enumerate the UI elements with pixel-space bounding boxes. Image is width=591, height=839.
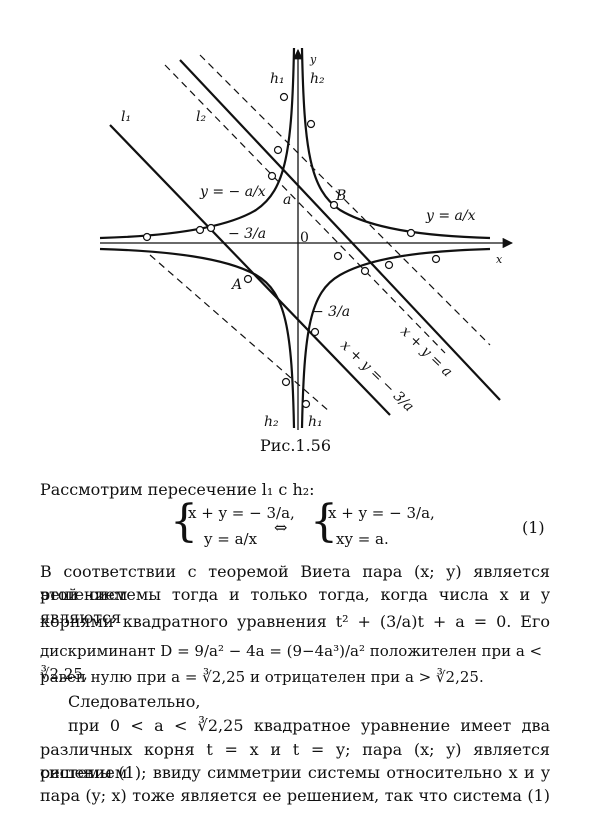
paragraph-line: равен нулю при a = ∛2,25 и отрицателен п…: [40, 668, 484, 686]
equation-number: (1): [522, 518, 545, 537]
label-l2: l₂: [196, 109, 206, 125]
point: [301, 399, 311, 409]
point: [360, 266, 370, 276]
paragraph-line: пара (y; x) тоже является ее решением, т…: [40, 786, 550, 805]
hyperbola-branch-q4: [300, 247, 491, 429]
label-line-xy3: x + y = − 3/a: [337, 337, 417, 415]
label-h1-bottom: h₁: [308, 414, 323, 430]
brace-right: {: [310, 496, 338, 547]
hyperbola-figure: x y 0 l₁ l₂ h₁ h₂ h₂ h₁ y = − a/x y = a/…: [99, 47, 514, 430]
hyperbola-branch-q3: [99, 247, 296, 429]
point: [333, 251, 343, 261]
point: [243, 274, 253, 284]
paragraph-line: различных корня t = x и t = y; пара (x; …: [40, 740, 550, 782]
point: [431, 254, 441, 264]
equation-system: { x + y = − 3/a, y = a/x ⇔ { x + y = − 3…: [170, 500, 550, 558]
paragraph-line: при 0 < a < ∛2,25 квадратное уравнение и…: [68, 716, 550, 735]
label-tick-neg3a-x: − 3/a: [228, 226, 266, 242]
dashed-line-3: [199, 54, 491, 346]
label-h2-top: h₂: [310, 71, 325, 87]
point: [306, 119, 316, 129]
axis-y-label: y: [309, 53, 317, 66]
line-l2: [179, 59, 501, 401]
system-right-eq2: xy = a.: [336, 530, 389, 548]
point: [310, 327, 320, 337]
point: [195, 225, 205, 235]
point: [406, 228, 416, 238]
paragraph-line: системы (1); ввиду симметрии системы отн…: [40, 763, 550, 782]
point: [273, 145, 283, 155]
system-left-eq2: y = a/x: [204, 530, 258, 548]
label-h2-bottom: h₂: [264, 414, 279, 430]
system-right-eq1: x + y = − 3/a,: [328, 504, 435, 522]
point: [281, 377, 291, 387]
paragraph-line: этой системы тогда и только тогда, когда…: [40, 585, 550, 627]
label-h1-top: h₁: [270, 71, 285, 87]
paragraph-line: В соответствии с теоремой Виета пара (x;…: [40, 562, 550, 604]
hyperbola-branch-q2: [99, 47, 296, 240]
origin-label: 0: [300, 230, 309, 246]
point: [279, 92, 289, 102]
point: [206, 223, 216, 233]
dashed-line-1: [149, 254, 331, 413]
dashed-line-2: [164, 64, 446, 354]
label-line-xya: x + y = a: [397, 323, 455, 380]
system-left-eq1: x + y = − 3/a,: [188, 504, 295, 522]
figure-caption: Рис.1.56: [259, 436, 332, 455]
point: [329, 200, 339, 210]
label-curve-left: y = − a/x: [199, 184, 266, 200]
point: [142, 232, 152, 242]
brace-left: {: [170, 496, 198, 547]
label-curve-right: y = a/x: [425, 208, 476, 224]
label-point-b: B: [335, 188, 346, 204]
label-tick-neg3a-y: − 3/a: [312, 304, 350, 320]
line-l1: [109, 124, 391, 416]
paragraph-line: дискриминант D = 9/a² − 4a = (9−4a³)/a² …: [40, 642, 543, 683]
hyperbola-branch-q1: [300, 47, 491, 240]
label-l1: l₁: [121, 109, 131, 125]
intro-line: Рассмотрим пересечение l₁ с h₂:: [40, 480, 315, 499]
paragraph-line: Следовательно,: [68, 692, 201, 711]
label-tick-a: a: [283, 192, 291, 208]
point: [384, 260, 394, 270]
axis-x-label: x: [496, 253, 503, 266]
label-point-a: A: [230, 277, 242, 293]
paragraph-line: корнями квадратного уравнения t² + (3/a)…: [40, 612, 550, 631]
point: [267, 171, 277, 181]
equivalence-sign: ⇔: [274, 518, 288, 537]
